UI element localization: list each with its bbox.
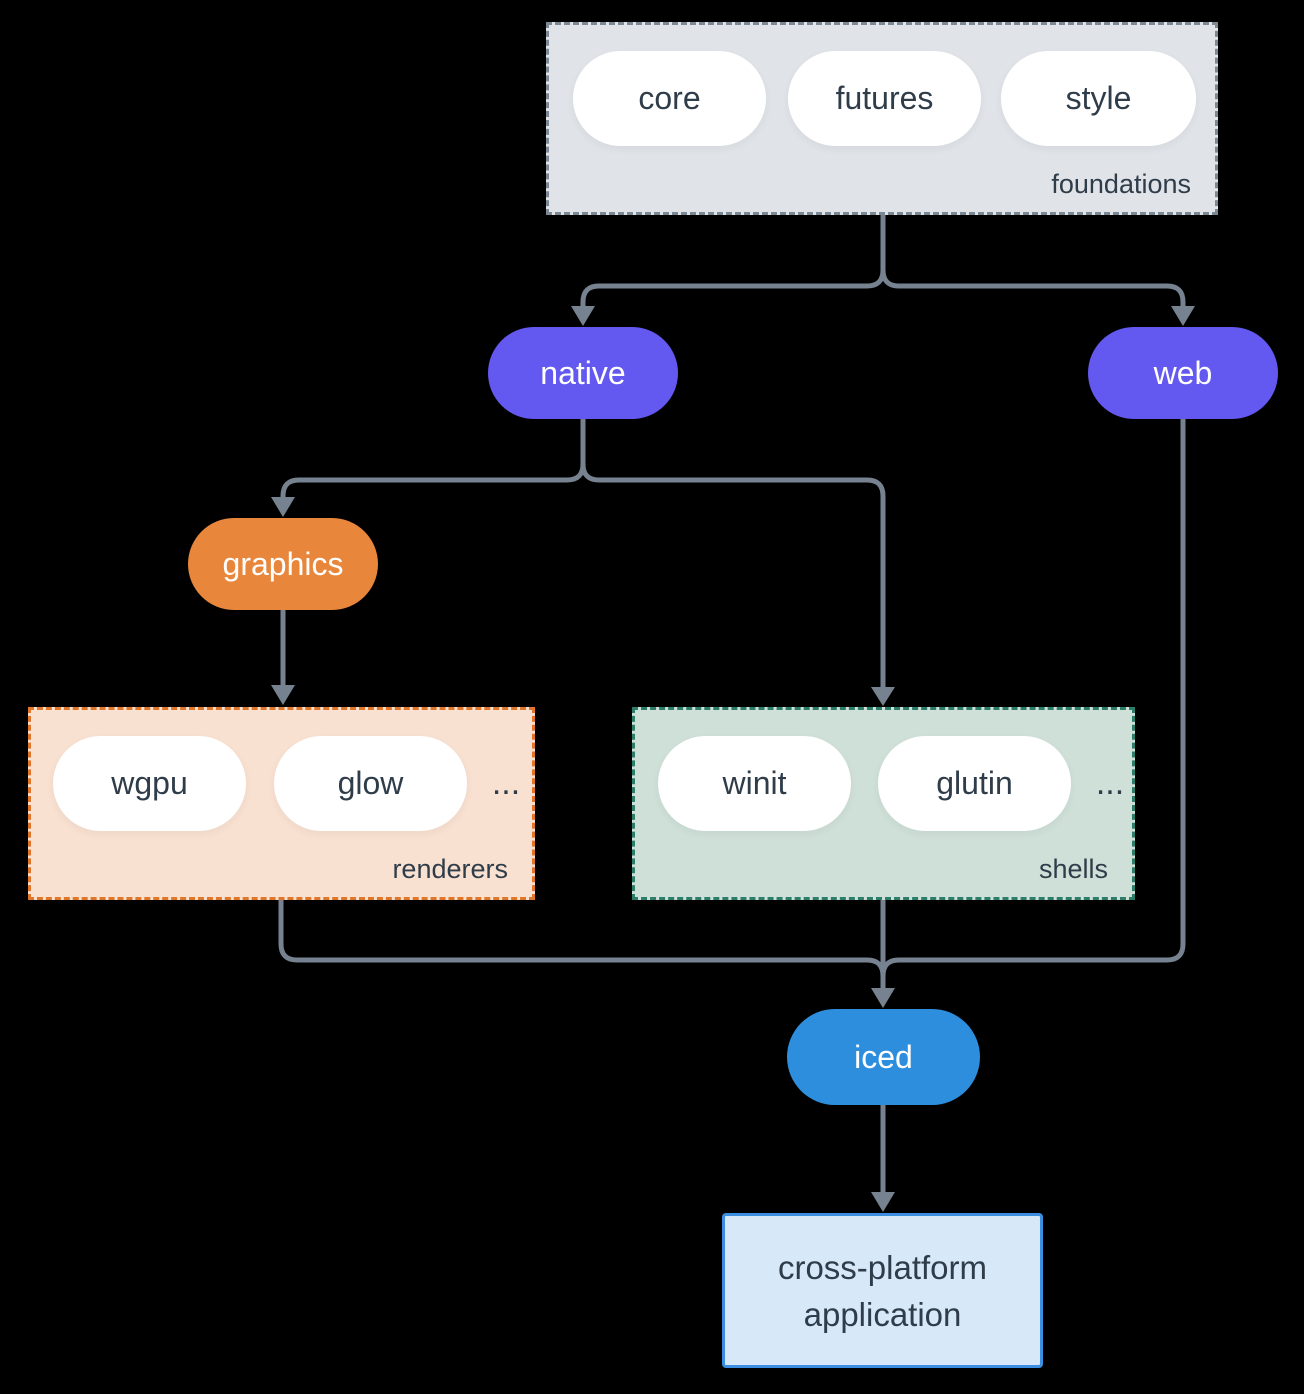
shells-group-label: shells [1038,854,1108,884]
foundations-group-label: foundations [1051,169,1191,199]
node-glutin: glutin [878,736,1071,831]
node-web-label: web [1153,354,1213,391]
node-graphics-label: graphics [222,545,344,582]
renderers-ellipsis: ... [491,764,521,802]
shells-group: winit glutin ... shells [632,707,1135,900]
foundations-group: core futures style foundations [546,22,1218,215]
arrowhead-shells [871,687,895,706]
node-native-label: native [540,354,626,391]
edge-native-shells [580,419,886,688]
application-label-line1: cross-platform [777,1248,988,1286]
node-glow-label: glow [337,765,404,801]
edge-foundations-web [880,215,1186,307]
arrowhead-application [871,1192,895,1212]
node-graphics: graphics [188,518,378,610]
node-cross-platform-application: cross-platform application [722,1213,1043,1368]
arrowhead-web [1171,306,1195,326]
arrowhead-iced [871,988,895,1008]
node-core: core [573,51,766,146]
arrowhead-graphics [271,497,295,517]
renderers-group-label: renderers [392,854,508,884]
node-futures: futures [788,51,981,146]
arrowhead-renderers [271,685,295,705]
shells-ellipsis: ... [1095,764,1125,802]
node-style-label: style [1065,80,1132,116]
edge-native-graphics [280,419,586,499]
edge-foundations-native [580,215,886,307]
node-style: style [1001,51,1196,146]
edge-renderers-iced [278,900,886,977]
node-glow: glow [274,736,467,831]
node-glutin-label: glutin [936,765,1013,801]
renderers-group: wgpu glow ... renderers [28,707,535,900]
node-native: native [488,327,678,419]
node-winit: winit [658,736,851,831]
node-core-label: core [638,80,701,116]
node-winit-label: winit [722,765,787,801]
node-wgpu: wgpu [53,736,246,831]
node-futures-label: futures [835,80,934,116]
node-iced: iced [787,1009,980,1105]
node-wgpu-label: wgpu [111,765,188,801]
node-web: web [1088,327,1278,419]
arrowhead-native [571,306,595,326]
node-iced-label: iced [854,1038,913,1075]
application-label-line2: application [803,1295,962,1333]
